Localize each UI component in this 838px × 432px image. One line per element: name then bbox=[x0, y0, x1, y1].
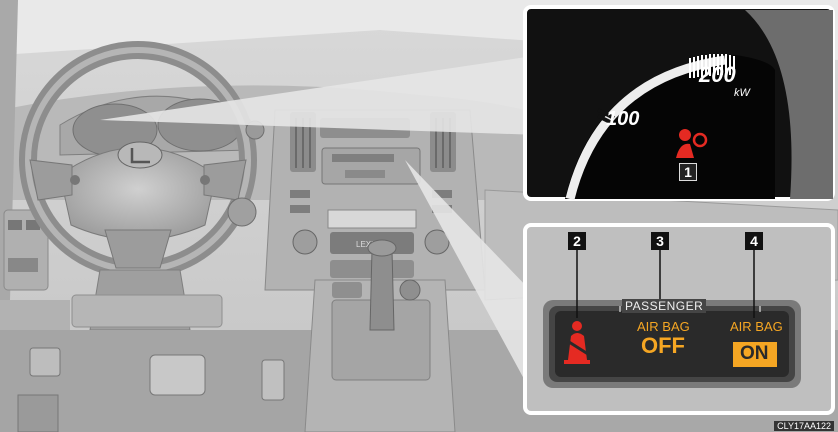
gauge-tick-100: 100 bbox=[606, 108, 639, 131]
left-switch-1 bbox=[8, 220, 22, 230]
image-code: CLY17AA122 bbox=[774, 421, 834, 431]
tunnel-knob bbox=[400, 280, 420, 300]
callout-4: 4 bbox=[745, 232, 763, 250]
audio-unit bbox=[322, 148, 420, 184]
parking-brake-pedal bbox=[30, 348, 60, 376]
footrest bbox=[18, 395, 58, 432]
climate-display bbox=[328, 210, 416, 228]
accelerator-pedal bbox=[262, 360, 284, 400]
gauge-tick-200: 200 bbox=[699, 62, 736, 88]
callout-1: 1 bbox=[679, 163, 697, 181]
left-knob bbox=[293, 230, 317, 254]
shift-lever bbox=[370, 250, 394, 330]
passenger-label: PASSENGER bbox=[622, 299, 706, 313]
tunnel-switch-1 bbox=[332, 282, 362, 298]
airbag-off-label: AIR BAG bbox=[637, 319, 690, 334]
shift-knob bbox=[368, 240, 396, 256]
brake-pedal bbox=[150, 355, 205, 395]
callout-3: 3 bbox=[651, 232, 669, 250]
left-switch-3 bbox=[8, 258, 38, 272]
ignition-switch bbox=[228, 198, 256, 226]
knee-panel bbox=[72, 295, 222, 327]
gauge-unit: kW bbox=[734, 87, 750, 99]
lexus-logo-icon bbox=[118, 142, 162, 168]
airbag-on-label: AIR BAG bbox=[730, 319, 783, 334]
airbag-on-status: ON bbox=[740, 343, 769, 365]
callout-2: 2 bbox=[568, 232, 586, 250]
airbag-off-status: OFF bbox=[641, 333, 685, 359]
